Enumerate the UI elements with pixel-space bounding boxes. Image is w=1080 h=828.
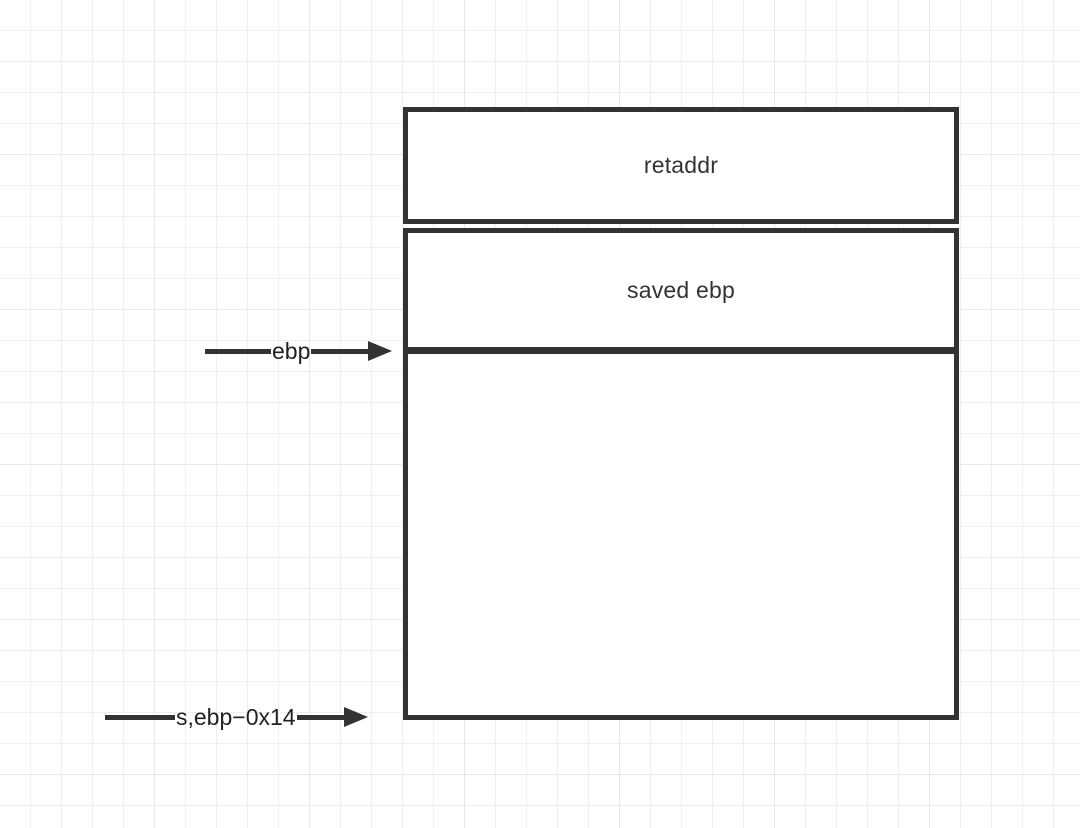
pointer-arrow-ebp[interactable]: ebp [205, 337, 393, 365]
arrowhead-icon [343, 707, 368, 727]
pointer-label-ebp: ebp [272, 337, 311, 364]
pointer-line-right-segment [311, 348, 370, 354]
stack-box-buffer[interactable] [403, 349, 959, 720]
pointer-label-buffer-start: s,ebp−0x14 [176, 703, 296, 730]
pointer-line-left-segment [105, 714, 175, 720]
stack-box-saved-ebp[interactable]: saved ebp [403, 228, 959, 352]
stack-box-retaddr-label: retaddr [643, 152, 719, 178]
stack-box-saved-ebp-label: saved ebp [627, 276, 735, 303]
pointer-line-right-segment [296, 714, 345, 720]
pointer-arrow-buffer-start[interactable]: s,ebp−0x14 [105, 703, 368, 731]
stack-box-retaddr[interactable]: retaddr [403, 107, 959, 224]
arrowhead-icon [368, 341, 393, 361]
pointer-line-left-segment [205, 348, 271, 354]
